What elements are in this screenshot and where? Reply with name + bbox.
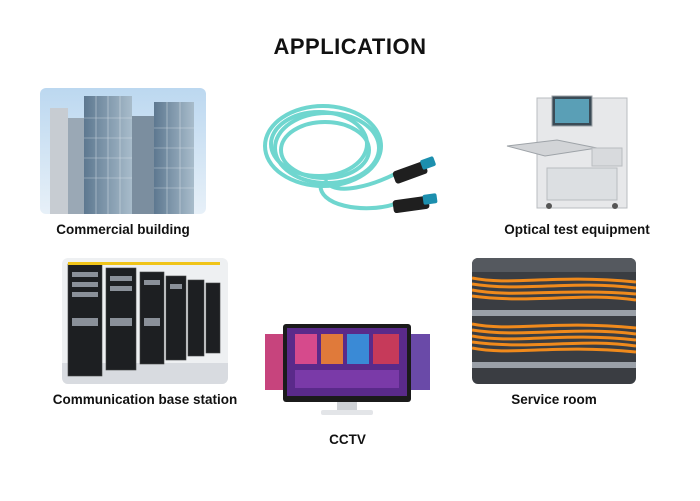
service-room-image [472, 258, 636, 384]
communication-base-station-label: Communication base station [52, 392, 238, 407]
optical-test-equipment-image [497, 88, 657, 214]
optical-test-equipment-label: Optical test equipment [504, 222, 650, 237]
page-title: APPLICATION [273, 34, 427, 59]
cctv-label: CCTV [329, 432, 366, 447]
fiber-patch-cable-image [255, 88, 445, 228]
service-room-label: Service room [511, 392, 597, 407]
commercial-building-image [40, 88, 206, 214]
communication-base-station-image [62, 258, 228, 384]
cctv-monitor-image [265, 320, 430, 424]
commercial-building-label: Commercial building [56, 222, 190, 237]
